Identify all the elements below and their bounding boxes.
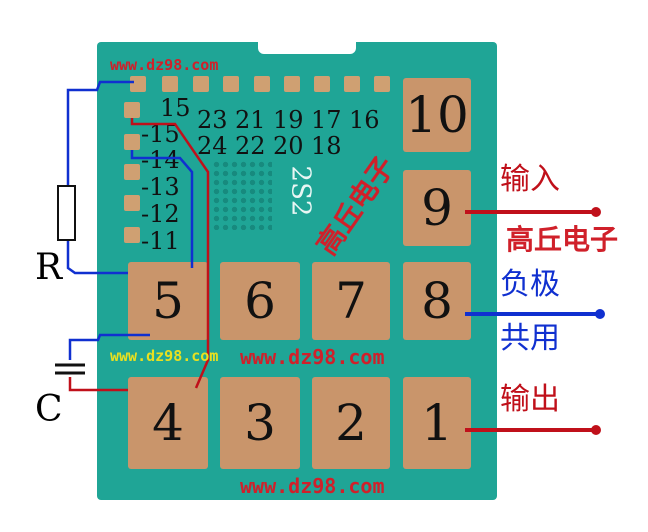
small-pad bbox=[124, 102, 140, 118]
pad-4: 4 bbox=[128, 377, 208, 469]
small-pad bbox=[223, 76, 239, 92]
pin-label: -13 bbox=[141, 173, 180, 201]
pin-label: -12 bbox=[141, 200, 180, 228]
small-pad bbox=[124, 227, 140, 243]
small-pad bbox=[344, 76, 360, 92]
pad-2: 2 bbox=[312, 377, 390, 469]
pin-label: -14 bbox=[141, 146, 180, 174]
pin-label: -15 bbox=[141, 120, 180, 148]
label-output: 输出 bbox=[500, 382, 560, 417]
pin-label: 24 bbox=[197, 132, 228, 160]
small-pad bbox=[162, 76, 178, 92]
pin-label: 23 bbox=[197, 106, 228, 134]
small-pad bbox=[130, 76, 146, 92]
small-pad bbox=[124, 195, 140, 211]
pin-label: 20 bbox=[273, 132, 304, 160]
watermark-url: www.dz98.com bbox=[240, 345, 385, 369]
pin-label: 22 bbox=[235, 132, 266, 160]
red-trace bbox=[130, 118, 210, 389]
pin-label: 15 bbox=[160, 94, 191, 122]
pad-6: 6 bbox=[220, 262, 300, 340]
bga-chip bbox=[212, 160, 272, 230]
watermark-cn: 高丘电子 bbox=[506, 223, 619, 256]
label-input: 输入 bbox=[500, 162, 560, 197]
blue-trace bbox=[130, 150, 194, 268]
pad-1: 1 bbox=[403, 377, 471, 469]
small-pad bbox=[314, 76, 330, 92]
pad-5: 5 bbox=[128, 262, 208, 340]
label-capacitor: C bbox=[35, 389, 63, 430]
capacitor-wire-top bbox=[68, 333, 150, 360]
small-pad bbox=[124, 164, 140, 180]
input-terminal bbox=[591, 207, 601, 217]
pin-label: 18 bbox=[311, 132, 342, 160]
pad-7: 7 bbox=[312, 262, 390, 340]
pad-9: 9 bbox=[403, 170, 471, 246]
pin-label: 16 bbox=[349, 106, 380, 134]
watermark-url: www.dz98.com bbox=[240, 474, 385, 498]
label-resistor: R bbox=[35, 247, 63, 288]
pin-label: 17 bbox=[311, 106, 342, 134]
pad-3: 3 bbox=[220, 377, 300, 469]
capacitor-wire-bottom bbox=[68, 377, 128, 392]
watermark-url: www.dz98.com bbox=[110, 347, 219, 365]
pin-label: 19 bbox=[273, 106, 304, 134]
resistor-symbol bbox=[57, 185, 76, 241]
output-terminal bbox=[591, 425, 601, 435]
pad-8: 8 bbox=[403, 262, 471, 340]
label-common: 共用 bbox=[500, 321, 560, 356]
pin-label: -11 bbox=[141, 227, 180, 255]
pin-label: 21 bbox=[235, 106, 266, 134]
small-pad bbox=[254, 76, 270, 92]
negative-terminal bbox=[595, 309, 605, 319]
small-pad bbox=[284, 76, 300, 92]
resistor-wire bbox=[66, 80, 134, 275]
label-negative: 负极 bbox=[500, 267, 560, 302]
small-pad bbox=[193, 76, 209, 92]
watermark-url: www.dz98.com bbox=[110, 56, 219, 74]
pad-10: 10 bbox=[403, 78, 471, 152]
board-notch bbox=[258, 40, 356, 54]
small-pad bbox=[124, 134, 140, 150]
small-pad bbox=[374, 76, 390, 92]
capacitor-symbol bbox=[55, 363, 85, 375]
